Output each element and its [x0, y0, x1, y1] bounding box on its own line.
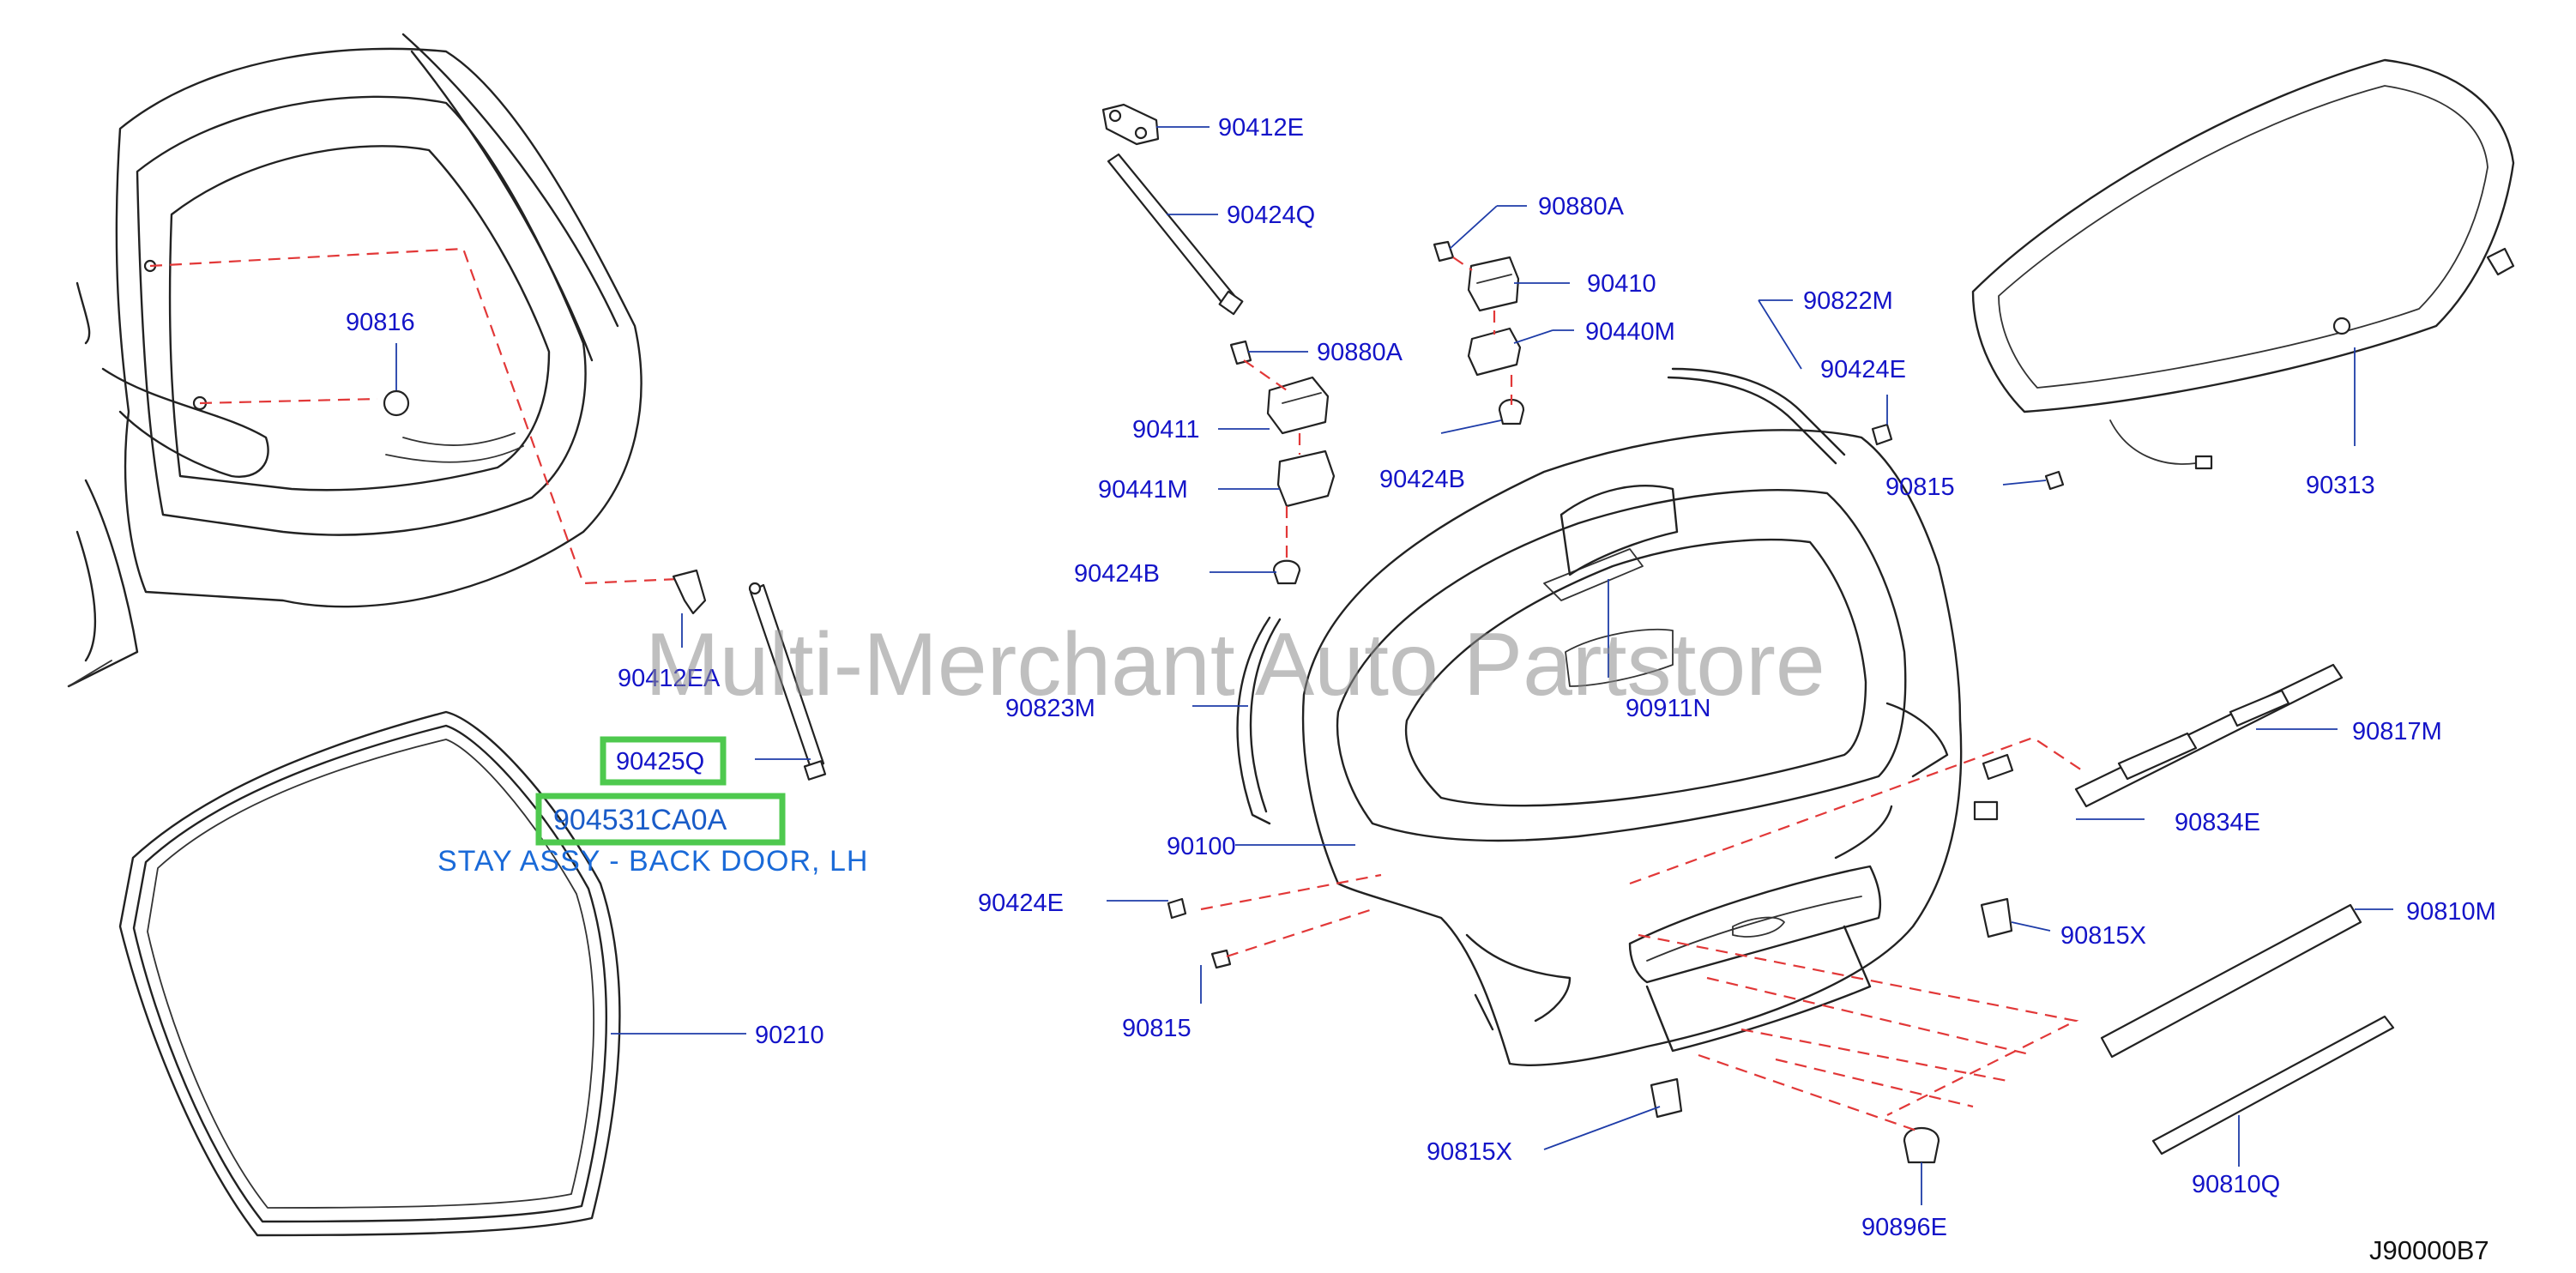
back-window-glass: [1971, 58, 2515, 470]
molding-parts: [1236, 367, 1846, 825]
back-door-panel: [1301, 429, 1963, 1067]
callout-90440M[interactable]: 90440M: [1585, 318, 1675, 346]
highlighted-part: 904531CA0A STAY ASSY - BACK DOOR, LH: [437, 736, 868, 878]
callout-90817M[interactable]: 90817M: [2352, 718, 2442, 745]
assembly-lines-left: [149, 247, 679, 585]
grommet-icon: [1903, 1127, 1940, 1164]
highlighted-part-description: STAY ASSY - BACK DOOR, LH: [437, 845, 868, 878]
leader-lines: [395, 126, 2393, 1205]
high-mount-stop-lamp-icon: [1565, 628, 1674, 687]
callout-90834E[interactable]: 90834E: [2175, 809, 2260, 836]
cap-icon-2: [1650, 1077, 1683, 1119]
callout-90412E[interactable]: 90412E: [1218, 114, 1304, 142]
clip-icon: [1871, 423, 1893, 446]
callout-90313[interactable]: 90313: [2306, 472, 2375, 499]
callout-90911N[interactable]: 90911N: [1626, 695, 1710, 722]
callout-labels: 90816 90412EA 90425Q 90210 90412E 90424Q…: [346, 114, 2496, 1241]
weatherstrip-seal: [118, 710, 621, 1237]
callout-90810M[interactable]: 90810M: [2406, 898, 2496, 926]
callout-90815X-bottom[interactable]: 90815X: [1427, 1138, 1512, 1166]
fasteners: [1167, 423, 2065, 1164]
diagram-code: J90000B7: [2369, 1235, 2489, 1265]
callout-90896E[interactable]: 90896E: [1861, 1214, 1947, 1241]
cap-icon: [1980, 897, 2013, 938]
callout-90815-top[interactable]: 90815: [1885, 474, 1955, 501]
watermark-text: Multi-Merchant Auto Partstore: [645, 615, 1825, 715]
clip-icon-3: [1167, 897, 1187, 920]
highlighted-part-number[interactable]: 904531CA0A: [553, 804, 727, 836]
hinge-bracket-icon: [672, 569, 707, 615]
hinge-group-center: [1101, 103, 1336, 585]
callout-90810Q[interactable]: 90810Q: [2192, 1171, 2280, 1198]
highlight-box-90425Q: [600, 736, 727, 786]
grommet-part-icon: [383, 389, 410, 417]
hinge-group-right: [1433, 240, 1525, 425]
highlight-box-part-number: [535, 793, 786, 846]
callout-90441M[interactable]: 90441M: [1098, 476, 1188, 504]
callout-90100[interactable]: 90100: [1167, 833, 1236, 860]
callout-90816[interactable]: 90816: [346, 309, 415, 336]
screw-icon: [1210, 949, 1232, 969]
callout-90411[interactable]: 90411: [1132, 416, 1200, 443]
clip-icon-2: [2044, 470, 2065, 491]
hinge-and-stay-left: [672, 569, 827, 781]
finisher-parts: [1200, 663, 2395, 1155]
callout-90815X-right[interactable]: 90815X: [2060, 922, 2146, 950]
callout-90880A-right[interactable]: 90880A: [1538, 193, 1625, 220]
vehicle-rear-body: [67, 33, 642, 688]
screw-icon-2: [1982, 753, 2014, 781]
callout-90822M[interactable]: 90822M: [1803, 287, 1893, 315]
callout-90425Q[interactable]: 90425Q: [616, 748, 704, 775]
callout-90815-left[interactable]: 90815: [1122, 1015, 1191, 1042]
callout-90880A-left[interactable]: 90880A: [1317, 339, 1403, 366]
callout-90412EA[interactable]: 90412EA: [618, 665, 721, 692]
callout-90410[interactable]: 90410: [1587, 270, 1656, 298]
callout-90424E-left[interactable]: 90424E: [978, 890, 1064, 917]
callout-90424B-left[interactable]: 90424B: [1074, 560, 1160, 588]
callout-90424E-top[interactable]: 90424E: [1820, 356, 1906, 383]
callout-90424B-right[interactable]: 90424B: [1379, 466, 1465, 493]
callout-90823M[interactable]: 90823M: [1005, 695, 1095, 722]
callout-90424Q[interactable]: 90424Q: [1227, 202, 1315, 229]
callout-90210[interactable]: 90210: [755, 1022, 824, 1049]
